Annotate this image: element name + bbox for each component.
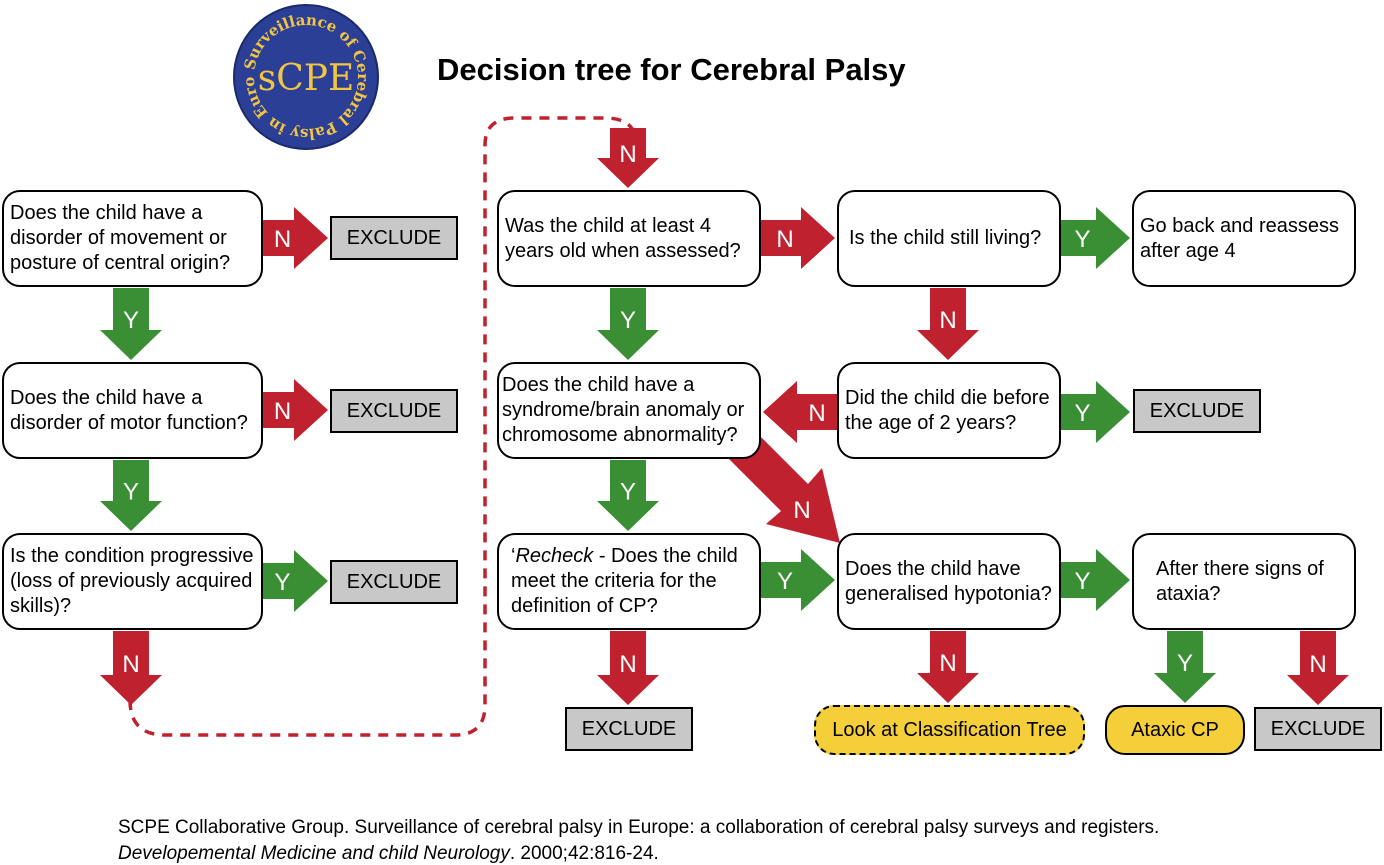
exclude-box: EXCLUDE	[1254, 707, 1382, 751]
arrow-no: N	[763, 381, 837, 443]
question-text: ‘Recheck - Does the child meet the crite…	[511, 545, 738, 617]
exclude-box: EXCLUDE	[565, 707, 693, 751]
arrow-yes: Y	[1154, 631, 1216, 703]
citation-line-1: SCPE Collaborative Group. Surveillance o…	[118, 817, 1160, 838]
arrow-yes: Y	[100, 288, 162, 360]
arrow-no: N	[597, 631, 659, 705]
arrow-no-label: N	[939, 650, 956, 677]
arrow-no: N	[761, 207, 835, 269]
question-died-before-2: Did the child die before the age of 2 ye…	[837, 362, 1061, 459]
arrow-no-label: N	[619, 141, 636, 168]
arrow-yes-label: Y	[274, 569, 290, 596]
question-text: Go back and reassess after age 4	[1140, 214, 1339, 262]
arrow-no: N	[263, 379, 328, 441]
arrow-yes: Y	[263, 550, 328, 612]
question-motor-function: Does the child have a disorder of motor …	[2, 362, 263, 459]
arrow-no-label: N	[274, 398, 291, 425]
question-text: Does the child have generalised hypotoni…	[845, 557, 1052, 605]
question-movement-disorder: Does the child have a disorder of moveme…	[2, 190, 263, 287]
question-text: Is the condition progressive (loss of pr…	[10, 545, 254, 617]
question-recheck: ‘Recheck - Does the child meet the crite…	[497, 533, 761, 630]
arrow-no-diagonal: N	[728, 432, 840, 543]
question-syndrome: Does the child have a syndrome/brain ano…	[497, 362, 761, 459]
arrow-no-label: N	[808, 400, 825, 427]
question-text: Did the child die before the age of 2 ye…	[845, 386, 1050, 434]
exclude-box: EXCLUDE	[1133, 389, 1261, 433]
arrow-no: N	[917, 631, 979, 703]
arrow-yes-label: Y	[1074, 568, 1090, 595]
arrow-yes-label: Y	[123, 307, 139, 334]
arrow-no-label: N	[1309, 651, 1326, 678]
arrow-no-label: N	[776, 226, 793, 253]
arrow-no-diagonal-label: N	[793, 497, 810, 524]
question-text: After there signs of ataxia?	[1156, 557, 1324, 605]
svg-text:sCPE: sCPE	[258, 58, 355, 99]
classification-tree-box: Look at Classification Tree	[814, 705, 1085, 755]
arrow-no: N	[100, 631, 162, 705]
arrow-yes-label: Y	[1177, 650, 1193, 677]
arrow-no: N	[1287, 631, 1349, 705]
question-ataxia: After there signs of ataxia?	[1132, 533, 1356, 630]
citation-details: . 2000;42:816-24.	[509, 843, 659, 864]
dashed-return-path	[128, 116, 637, 737]
citation-line-2: Developemental Medicine and child Neurol…	[118, 843, 659, 865]
arrow-yes-label: Y	[1074, 226, 1090, 253]
question-text: Does the child have a disorder of motor …	[10, 386, 248, 434]
arrow-yes: Y	[100, 460, 162, 531]
reassess-box: Go back and reassess after age 4	[1132, 190, 1356, 287]
arrow-no-label: N	[619, 651, 636, 678]
arrow-yes: Y	[1061, 381, 1130, 443]
arrow-no: N	[597, 128, 659, 188]
arrow-yes: Y	[597, 288, 659, 360]
arrow-yes-label: Y	[620, 479, 636, 506]
arrow-yes: Y	[1061, 207, 1130, 269]
arrow-yes-label: Y	[123, 479, 139, 506]
arrow-yes: Y	[1061, 549, 1130, 611]
exclude-box: EXCLUDE	[330, 216, 458, 260]
arrow-yes-label: Y	[1074, 400, 1090, 427]
citation-journal: Developemental Medicine and child Neurol…	[118, 843, 510, 864]
question-text: Does the child have a syndrome/brain ano…	[502, 374, 745, 446]
scpe-logo: Surveillance of Cerebral Palsy in Europe…	[231, 2, 379, 150]
exclude-box: EXCLUDE	[330, 560, 458, 604]
question-still-living: Is the child still living?	[837, 190, 1061, 287]
question-hypotonia: Does the child have generalised hypotoni…	[837, 533, 1061, 630]
arrow-yes-label: Y	[777, 568, 793, 595]
arrow-yes: Y	[597, 460, 659, 531]
arrow-yes: Y	[761, 549, 835, 611]
ataxic-cp-box: Ataxic CP	[1105, 705, 1245, 755]
question-text: Is the child still living?	[849, 227, 1042, 249]
question-text: Was the child at least 4 years old when …	[505, 214, 741, 262]
arrow-yes-label: Y	[620, 307, 636, 334]
arrow-no: N	[917, 288, 979, 360]
arrow-no-label: N	[939, 307, 956, 334]
exclude-box: EXCLUDE	[330, 389, 458, 433]
question-progressive: Is the condition progressive (loss of pr…	[2, 533, 263, 630]
arrow-no-label: N	[122, 651, 139, 678]
arrow-no-label: N	[274, 226, 291, 253]
arrow-no: N	[263, 207, 328, 269]
question-text: Does the child have a disorder of moveme…	[10, 202, 231, 274]
question-age-4: Was the child at least 4 years old when …	[497, 190, 761, 287]
page-title: Decision tree for Cerebral Palsy	[437, 52, 906, 87]
